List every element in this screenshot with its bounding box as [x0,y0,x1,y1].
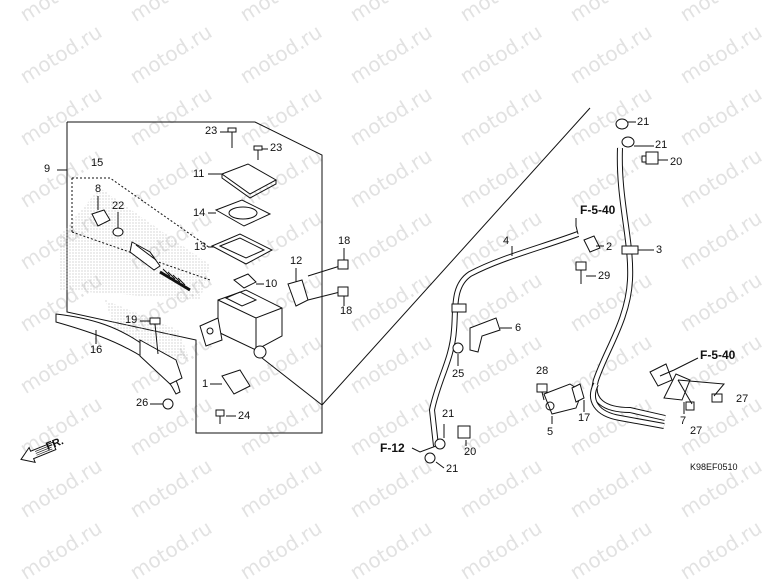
bolt-27b [685,401,695,411]
connector-line-2 [321,107,591,406]
bolt-29 [575,261,587,284]
brake-lever [55,313,181,395]
ref-line-f12 [411,445,437,453]
leader-21d [435,461,445,469]
hose-3 [590,147,666,429]
callout-21d: 21 [446,463,459,475]
callout-17: 17 [578,412,591,424]
ref-line-f540-right [659,357,699,377]
screw-24 [215,409,225,424]
float [233,273,257,289]
diaphragm [210,233,274,265]
ref-f540-right: F-5-40 [700,348,736,362]
callout-26: 26 [136,397,149,409]
callout-2: 2 [606,241,613,253]
washer-21c [434,438,446,450]
bolt-18a [307,259,349,277]
clamp-2 [583,235,601,253]
callout-20b: 20 [464,446,477,458]
bolt-28 [536,383,548,401]
callout-13: 13 [194,241,207,253]
callout-23b: 23 [270,142,283,154]
callout-21b: 21 [655,139,668,151]
callout-27a: 27 [736,393,749,405]
holder-12 [287,279,309,307]
bracket-6 [469,317,501,353]
piston-parts [91,209,191,292]
reservoir-cap [220,163,278,195]
callout-24: 24 [238,410,251,422]
callout-27b: 27 [690,425,703,437]
callout-15: 15 [91,157,104,169]
callout-20a: 20 [670,156,683,168]
washer-21a [615,118,629,130]
connector-line [261,357,323,406]
ref-line-f540-top [575,218,579,235]
diaphragm-plate [214,199,272,227]
bolt-20a [641,151,659,165]
callout-18a: 18 [338,235,351,247]
bolt-20b [457,425,471,439]
callout-14: 14 [193,207,206,219]
callout-12: 12 [290,255,303,267]
assembly-box [66,121,323,434]
callout-10: 10 [265,278,278,290]
callout-4: 4 [503,235,510,247]
callout-21a: 21 [637,116,650,128]
callout-3: 3 [656,244,663,256]
callout-22: 22 [112,200,125,212]
clamp-17 [571,383,585,403]
leader-27-fan [677,379,725,397]
bolt-27a [711,393,723,403]
ref-f12: F-12 [380,441,405,455]
nut-25 [452,342,464,354]
diagram-code: K98EF0510 [690,462,738,472]
bracket-15-top [72,177,211,249]
bracket-7 [649,363,691,401]
switch-1 [221,369,251,395]
hose-4 [428,231,580,447]
callout-16: 16 [90,344,103,356]
callout-25: 25 [452,368,465,380]
master-cylinder-body [199,289,283,359]
nut-26 [162,398,174,410]
callout-5: 5 [547,426,554,438]
callout-29: 29 [598,270,611,282]
washer-21b [621,136,635,148]
callout-18b: 18 [340,305,353,317]
washer-21d [424,452,436,464]
screw-23a [227,127,237,148]
callout-6: 6 [515,322,522,334]
front-arrow-icon [20,441,57,464]
callout-11: 11 [193,168,205,180]
callout-19: 19 [125,314,138,326]
ref-f540-top: F-5-40 [580,203,616,217]
callout-7: 7 [680,415,687,427]
callout-23a: 23 [205,125,218,137]
bolt-18b [307,286,349,301]
callout-9: 9 [44,163,51,175]
callout-1: 1 [202,378,209,390]
screw-23b [253,145,263,160]
callout-28: 28 [536,365,549,377]
callout-8: 8 [95,183,102,195]
callout-21c: 21 [442,408,455,420]
